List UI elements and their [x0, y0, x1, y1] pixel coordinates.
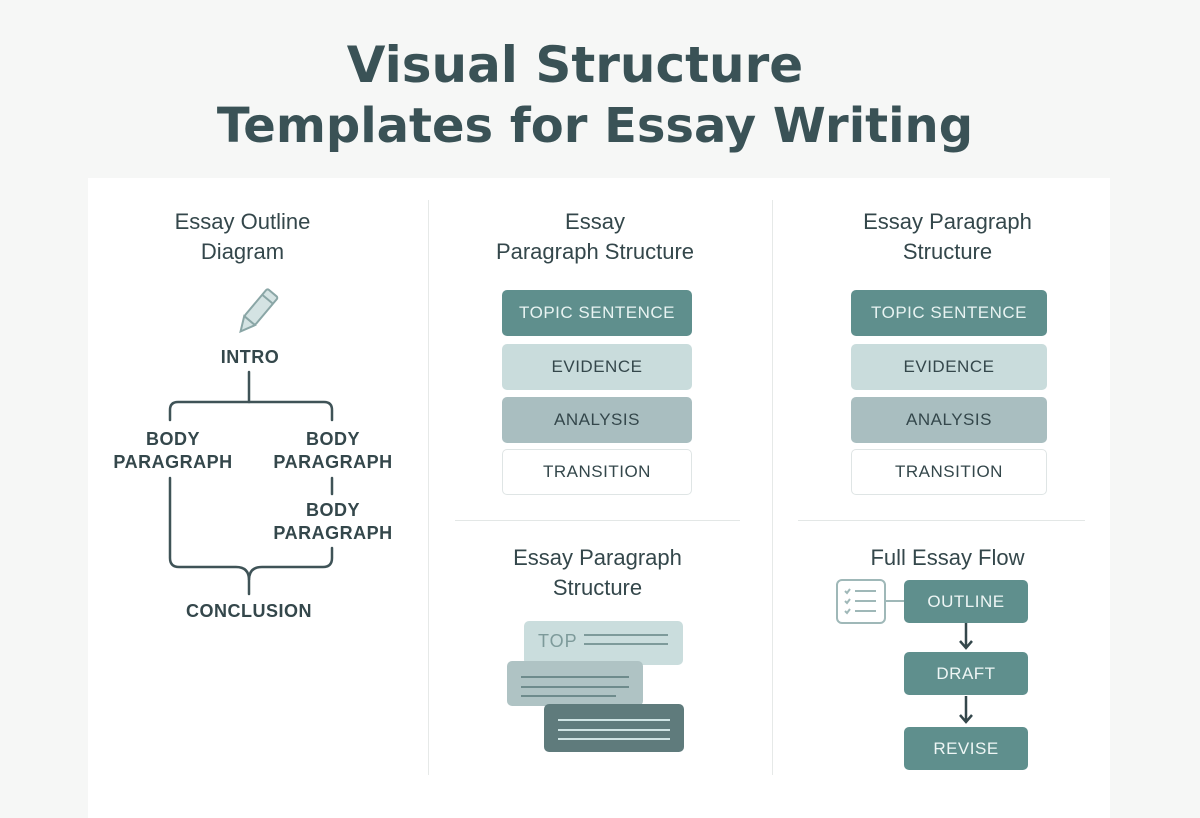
- arrow-down-icon: [959, 623, 973, 650]
- pencil-icon: [239, 288, 279, 334]
- text-line: [558, 738, 670, 740]
- evidence-box: EVIDENCE: [851, 344, 1047, 390]
- title-line-1: Visual Structure: [346, 36, 804, 94]
- label-line: PARAGRAPH: [273, 452, 393, 472]
- body-paragraph-3: BODY PARAGRAPH: [253, 499, 413, 545]
- heading-line: Essay Paragraph: [513, 545, 682, 570]
- outline-connectors: [168, 288, 334, 596]
- heading-line: Paragraph Structure: [495, 239, 695, 264]
- heading-line: Diagram: [200, 239, 285, 264]
- topic-sentence-box: TOPIC SENTENCE: [502, 290, 692, 336]
- transition-box: TRANSITION: [851, 449, 1047, 495]
- heading-line: Essay Paragraph: [863, 209, 1032, 234]
- heading-line: Structure: [552, 575, 643, 600]
- evidence-box: EVIDENCE: [502, 344, 692, 390]
- heading-line: Essay: [565, 209, 625, 234]
- paragraph-structure-heading: Essay Paragraph Structure: [805, 207, 1090, 267]
- label-line: PARAGRAPH: [273, 523, 393, 543]
- flow-step-revise: REVISE: [904, 727, 1028, 770]
- analysis-box: ANALYSIS: [851, 397, 1047, 443]
- text-line: [521, 676, 629, 678]
- label-line: BODY: [145, 429, 200, 449]
- text-line: [584, 634, 668, 636]
- label-line: BODY: [305, 429, 360, 449]
- flow-step-draft: DRAFT: [904, 652, 1028, 695]
- outline-heading: Essay Outline Diagram: [100, 207, 385, 267]
- column-divider: [428, 200, 429, 775]
- stacked-card-top: TOP: [524, 621, 683, 665]
- text-line: [521, 686, 629, 688]
- text-line: [584, 643, 668, 645]
- bracket-line: [168, 400, 334, 422]
- label-line: BODY: [305, 500, 360, 520]
- conclusion-label: CONCLUSION: [186, 601, 312, 621]
- label-line: PARAGRAPH: [113, 452, 233, 472]
- row-divider: [798, 520, 1085, 521]
- body-paragraph-2: BODY PARAGRAPH: [253, 428, 413, 474]
- top-label: TOP: [538, 631, 578, 651]
- full-essay-flow-heading: Full Essay Flow: [870, 545, 1025, 570]
- text-line: [521, 695, 616, 697]
- paragraph-structure-heading: Essay Paragraph Structure: [455, 207, 735, 267]
- text-line: [558, 719, 670, 721]
- transition-box: TRANSITION: [502, 449, 692, 495]
- stacked-card-middle: [507, 661, 643, 706]
- text-line: [558, 729, 670, 731]
- title-line-2: Templates for Essay Writing: [216, 98, 974, 154]
- flow-step-outline: OUTLINE: [904, 580, 1028, 623]
- body-paragraph-1: BODY PARAGRAPH: [93, 428, 253, 474]
- checklist-icon: [836, 579, 886, 624]
- topic-sentence-box: TOPIC SENTENCE: [851, 290, 1047, 336]
- intro-label: INTRO: [220, 347, 280, 367]
- column-divider: [772, 200, 773, 775]
- paragraph-structure-heading: Essay Paragraph Structure: [455, 543, 740, 603]
- arrow-down-icon: [959, 696, 973, 724]
- heading-line: Structure: [902, 239, 993, 264]
- flow-connectors: [836, 579, 973, 724]
- row-divider: [455, 520, 740, 521]
- stacked-card-bottom: [544, 704, 684, 752]
- heading-line: Essay Outline: [174, 209, 311, 234]
- analysis-box: ANALYSIS: [502, 397, 692, 443]
